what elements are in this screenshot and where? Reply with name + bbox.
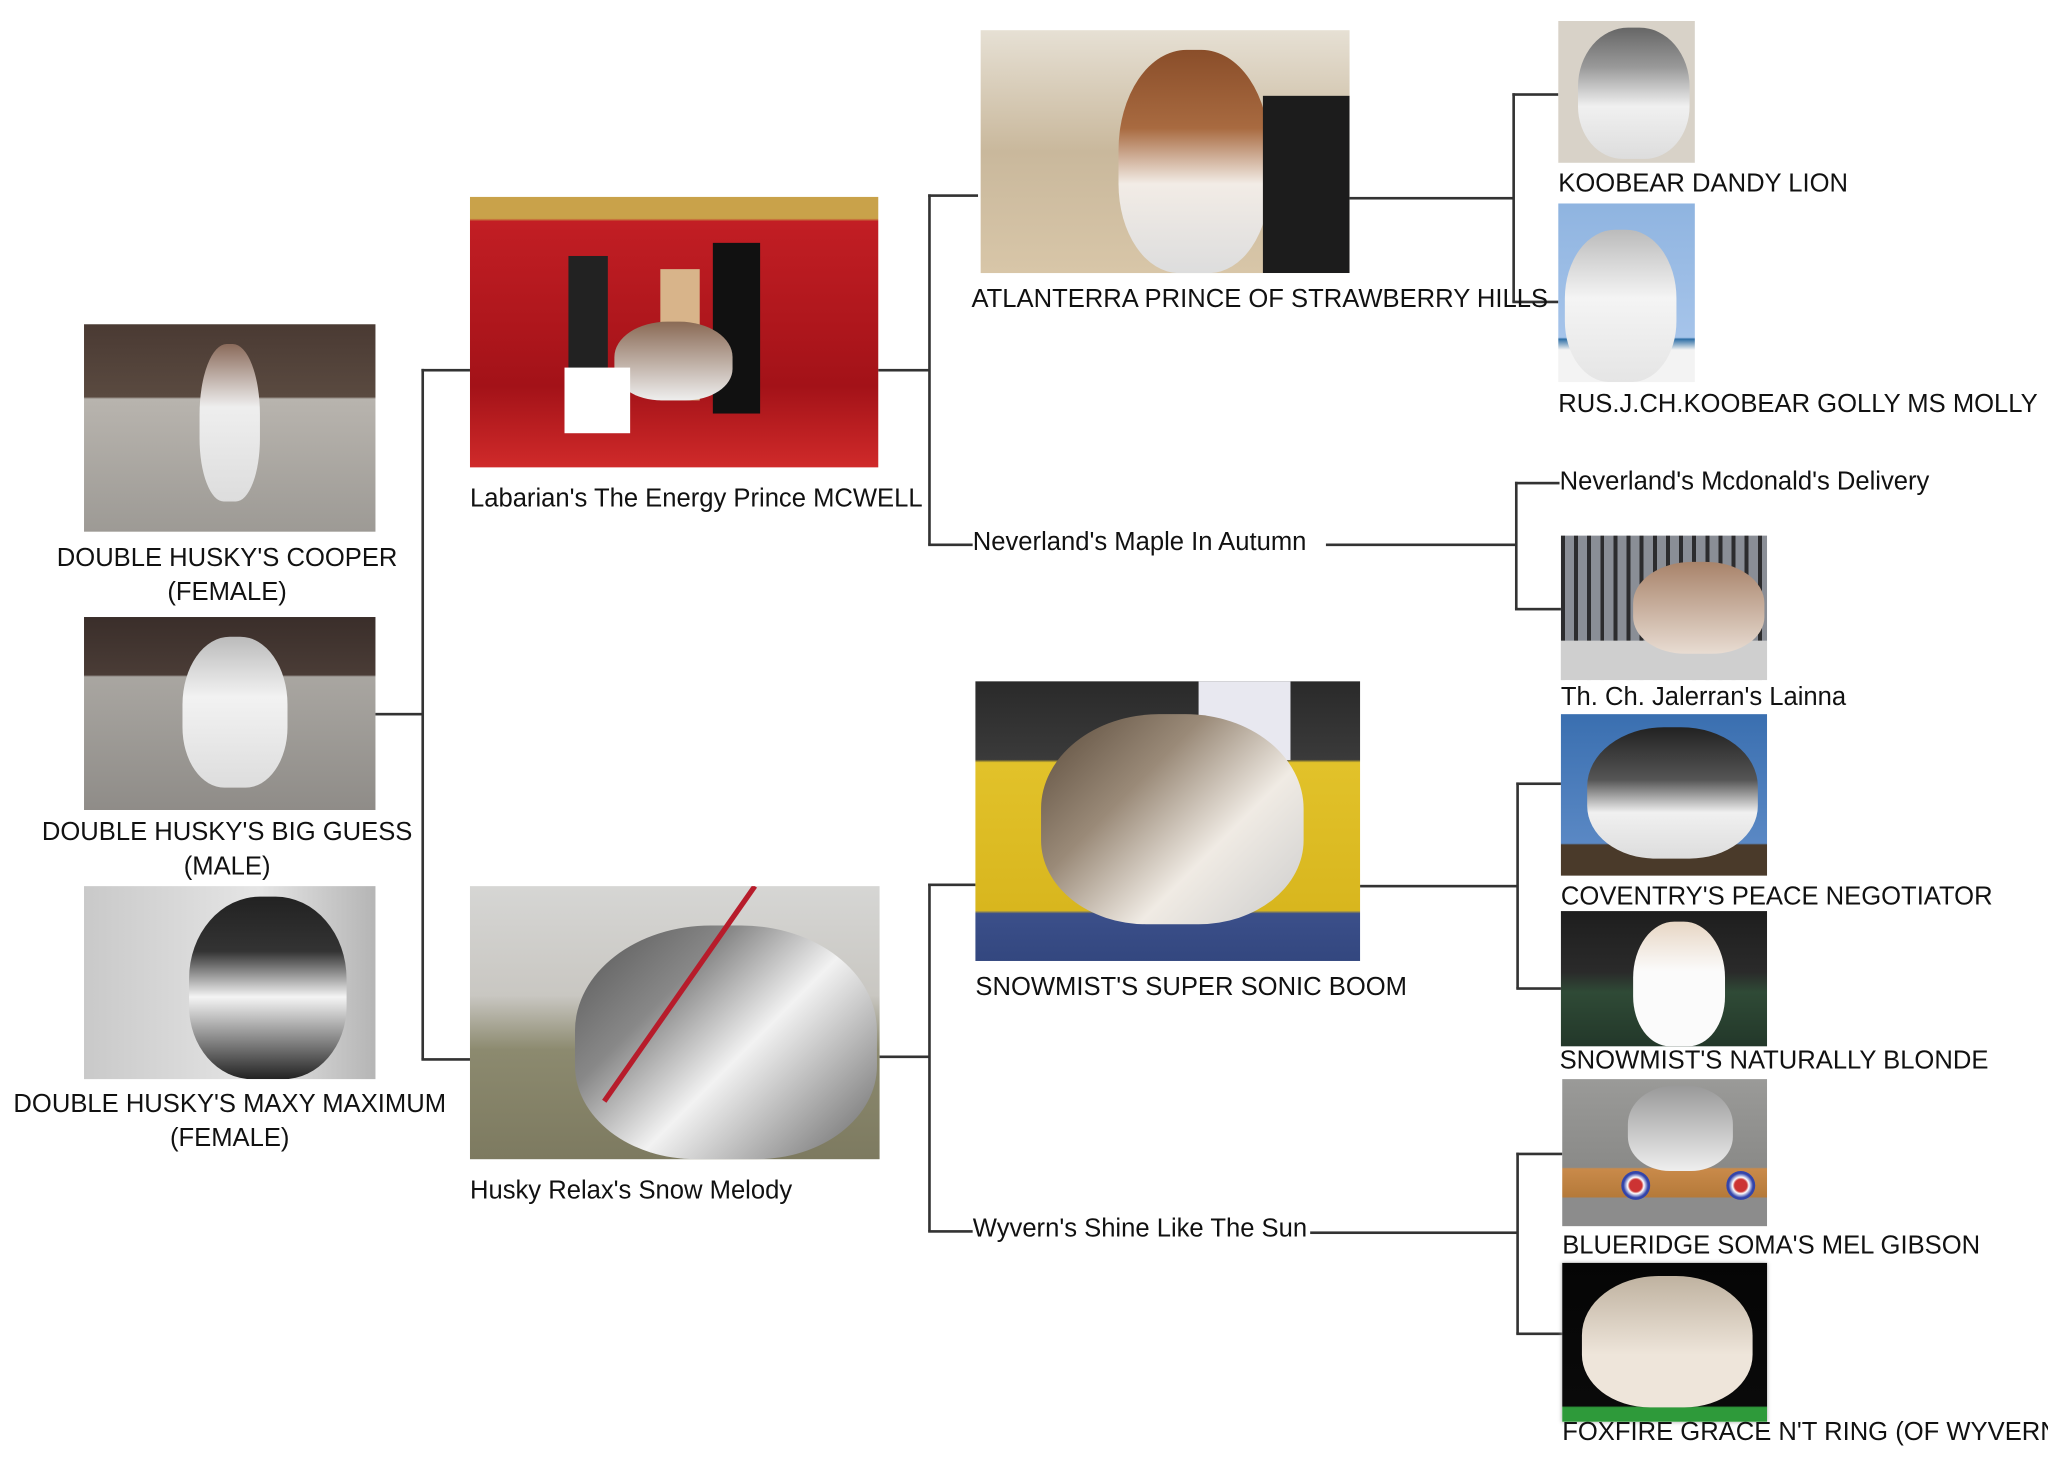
- husky-ribbons-photo: [1562, 1079, 1768, 1227]
- connector: [928, 543, 973, 546]
- connector: [1516, 1152, 1519, 1334]
- offspring-name: DOUBLE HUSKY'S MAXY MAXIMUM: [13, 1089, 447, 1119]
- connector: [1516, 1332, 1563, 1335]
- granddam-name: Neverland's Maple In Autumn: [972, 526, 1307, 558]
- great-grandparent-name: BLUERIDGE SOMA'S MEL GIBSON: [1562, 1231, 1981, 1261]
- husky-portrait-photo: [1558, 21, 1695, 163]
- dam-name: Husky Relax's Snow Melody: [469, 1176, 793, 1206]
- connector: [928, 883, 931, 1232]
- connector: [928, 883, 976, 886]
- connector: [928, 194, 979, 197]
- connector: [421, 368, 424, 1060]
- husky-puppy-photo: [84, 324, 376, 532]
- connector: [928, 194, 931, 545]
- connector: [879, 1055, 930, 1058]
- great-grandparent-name: Neverland's Mcdonald's Delivery: [1559, 466, 1930, 498]
- great-grandparent-name: COVENTRY'S PEACE NEGOTIATOR: [1560, 882, 1993, 912]
- connector: [1310, 1231, 1518, 1234]
- husky-puppy-photo: [84, 617, 376, 810]
- connector: [1514, 607, 1561, 610]
- great-grandparent-name: RUS.J.CH.KOOBEAR GOLLY MS MOLLY: [1558, 389, 2038, 419]
- grandsire-name: ATLANTERRA PRINCE OF STRAWBERRY HILLS: [971, 284, 1549, 314]
- husky-black-bg-photo: [1562, 1262, 1768, 1422]
- great-grandparent-name: Th. Ch. Jalerran's Lainna: [1560, 682, 1847, 712]
- connector: [421, 1058, 470, 1061]
- sire-name: Labarian's The Energy Prince MCWELL: [469, 484, 923, 514]
- husky-stacked-photo: [1560, 714, 1768, 876]
- husky-portrait-photo: [1558, 203, 1695, 383]
- connector: [1516, 782, 1561, 785]
- connector: [1516, 1152, 1563, 1155]
- connector: [1360, 884, 1518, 887]
- offspring-sex: (MALE): [183, 852, 271, 881]
- husky-beach-photo: [980, 30, 1350, 274]
- connector: [1514, 481, 1560, 484]
- husky-lying-photo: [1560, 535, 1768, 681]
- connector: [421, 368, 470, 371]
- granddam-name: Wyvern's Shine Like The Sun: [972, 1213, 1308, 1245]
- husky-show-ring-photo: [975, 681, 1361, 961]
- dog-show-photo: [469, 196, 879, 468]
- husky-on-leash-photo: [469, 886, 880, 1160]
- connector: [1512, 93, 1515, 302]
- white-husky-photo: [1560, 911, 1768, 1047]
- grandsire-name: SNOWMIST'S SUPER SONIC BOOM: [975, 972, 1407, 1002]
- connector: [1516, 782, 1519, 989]
- offspring-sex: (FEMALE): [169, 1123, 290, 1153]
- connector: [1349, 196, 1514, 200]
- offspring-sex: (FEMALE): [167, 577, 287, 607]
- offspring-name: DOUBLE HUSKY'S BIG GUESS: [41, 817, 413, 847]
- connector: [1516, 987, 1561, 990]
- great-grandparent-name: KOOBEAR DANDY LION: [1558, 169, 1849, 199]
- great-grandparent-name: SNOWMIST'S NATURALLY BLONDE: [1559, 1046, 1989, 1076]
- offspring-name: DOUBLE HUSKY'S COOPER: [56, 543, 398, 573]
- husky-puppy-photo: [84, 886, 376, 1080]
- connector: [928, 1230, 973, 1233]
- great-grandparent-name: FOXFIRE GRACE N'T RING (OF WYVERN): [1562, 1417, 2048, 1447]
- connector: [1514, 481, 1518, 610]
- connector: [878, 368, 930, 371]
- connector: [1512, 93, 1559, 96]
- connector: [375, 712, 423, 715]
- connector: [1512, 300, 1559, 303]
- connector: [1325, 543, 1517, 546]
